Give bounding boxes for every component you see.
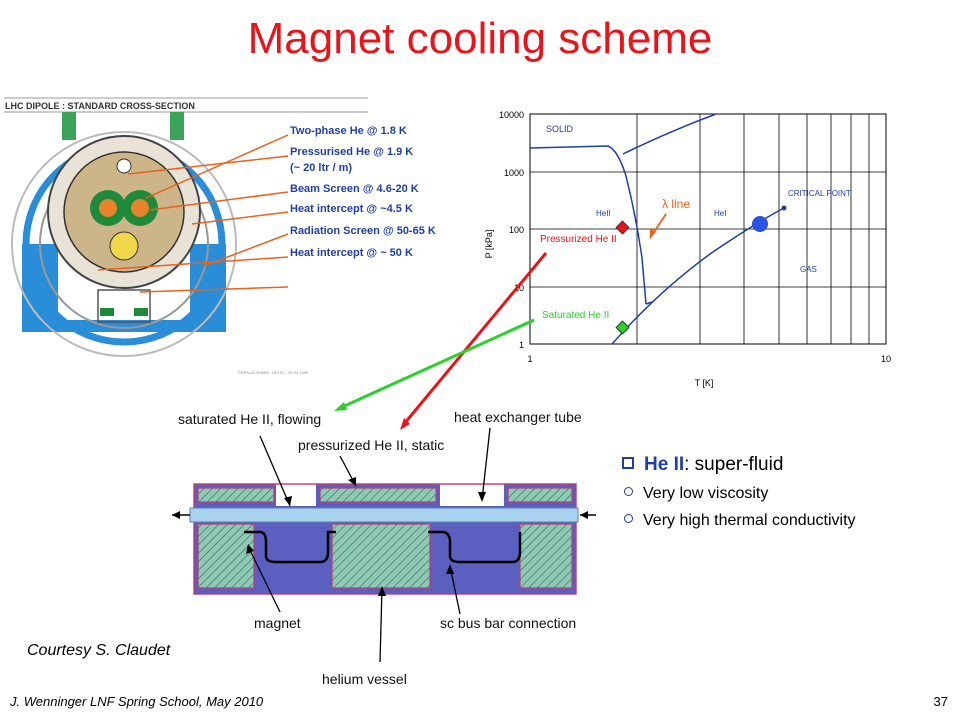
- y-tick-10000: 10000: [499, 110, 524, 120]
- critical-point-label: CRITICAL POINT: [788, 189, 851, 198]
- phase-diagram: 10000 1000 100 10 1 1 10 T [K] P [kPa] S…: [484, 110, 891, 388]
- dipole-label-heat-intercept-1: Heat intercept @ ~4.5 K: [290, 203, 413, 215]
- lambda-line-label: λ line: [662, 197, 690, 211]
- properties-list: He II: super-fluid Very low viscosity Ve…: [622, 454, 958, 530]
- pressurized-he-label: Pressurized He II: [540, 234, 617, 245]
- square-bullet-icon: [622, 456, 634, 469]
- bullet-main: He II: super-fluid: [622, 454, 958, 476]
- label-helium-vessel: helium vessel: [322, 671, 407, 687]
- dipole-label-radiation-screen: Radiation Screen @ 50-65 K: [290, 225, 436, 237]
- region-gas: GAS: [800, 265, 817, 274]
- circle-bullet-icon: [624, 487, 633, 497]
- y-tick-10: 10: [514, 283, 524, 293]
- label-pressurized-static: pressurized He II, static: [298, 437, 444, 453]
- bullet-item: Very high thermal conductivity: [624, 512, 958, 530]
- dipole-header: LHC DIPOLE : STANDARD CROSS-SECTION: [5, 101, 195, 111]
- dipole-label-pressurised: Pressurised He @ 1.9 K: [290, 146, 413, 158]
- circle-bullet-icon: [624, 514, 633, 524]
- dipole-label-beam-screen: Beam Screen @ 4.6-20 K: [290, 183, 419, 195]
- x-tick-10: 10: [881, 354, 891, 364]
- region-heii: HeII: [596, 209, 611, 218]
- label-busbar: sc bus bar connection: [440, 615, 576, 631]
- dipole-label-heat-intercept-2: Heat intercept @ ~ 50 K: [290, 247, 413, 259]
- y-tick-1: 1: [519, 340, 524, 350]
- bullet-item-label: Very low viscosity: [643, 485, 769, 502]
- label-heat-exchanger: heat exchanger tube: [454, 409, 582, 425]
- bullet-main-rest: : super-fluid: [684, 454, 784, 475]
- x-tick-1: 1: [527, 354, 532, 364]
- page-title: Magnet cooling scheme: [247, 14, 713, 63]
- bullet-main-bold: He II: [644, 454, 685, 475]
- label-saturated-flowing: saturated He II, flowing: [178, 411, 321, 427]
- y-axis-label: P [kPa]: [484, 230, 494, 259]
- bullet-item-label: Very high thermal conductivity: [643, 512, 856, 529]
- dipole-cross-section: LHC DIPOLE : STANDARD CROSS-SECTION Two-…: [4, 97, 436, 375]
- y-tick-100: 100: [509, 225, 524, 235]
- dipole-credit: CERN AC/DI/MM - HE107 - 30 04 1999: [238, 370, 309, 375]
- courtesy-note: Courtesy S. Claudet: [27, 642, 171, 659]
- bullet-item: Very low viscosity: [624, 485, 958, 503]
- cooling-schematic: saturated He II, flowing pressurized He …: [172, 409, 596, 687]
- page-number: 37: [933, 694, 948, 709]
- dipole-label-two-phase: Two-phase He @ 1.8 K: [290, 125, 407, 137]
- x-axis-label: T [K]: [695, 378, 714, 388]
- footer-text: J. Wenninger LNF Spring School, May 2010: [10, 694, 264, 709]
- region-hei: HeI: [714, 209, 726, 218]
- region-solid: SOLID: [546, 124, 574, 134]
- saturated-he-label: Saturated He II: [542, 310, 609, 321]
- label-magnet: magnet: [254, 615, 301, 631]
- dipole-label-volume: (~ 20 ltr / m): [290, 162, 352, 174]
- y-tick-1000: 1000: [504, 168, 524, 178]
